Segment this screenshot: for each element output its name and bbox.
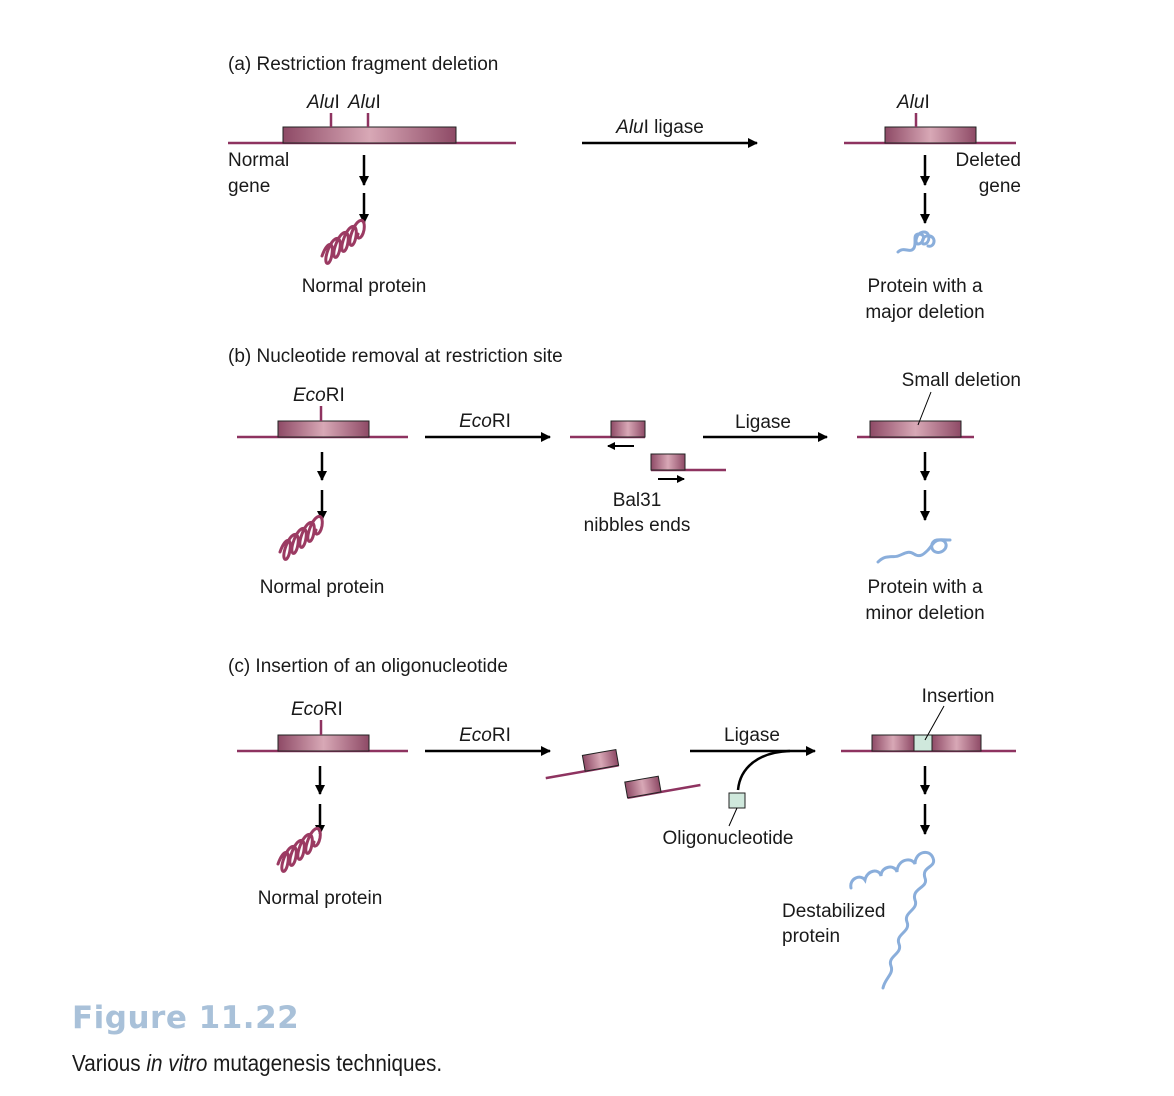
ecori-label-b: EcoRI [293, 385, 345, 406]
oligonucleotide-block [728, 792, 746, 809]
caption-text-post: mutagenesis techniques. [207, 1050, 443, 1076]
normal-protein-label-a: Normal protein [302, 276, 427, 297]
normal-protein-label-b: Normal protein [260, 577, 385, 598]
mutagenesis-diagram: (a) Restriction fragment deletion AluI A… [228, 54, 1021, 990]
cut-fragment-c-left [545, 748, 620, 780]
oligo-join-curve [736, 749, 791, 791]
normal-protein-coil-a [320, 218, 366, 265]
ligase-label-b: Ligase [735, 412, 791, 433]
normal-protein-coil-b [278, 514, 324, 561]
bal31-label-2: nibbles ends [584, 515, 691, 536]
ligase-label-c: Ligase [724, 725, 780, 746]
figure-caption: Various in vitro mutagenesis techniques. [72, 1050, 442, 1077]
caption-text-pre: Various [72, 1050, 147, 1076]
insertion-label: Insertion [922, 686, 995, 707]
minor-deletion-label-1: Protein with a [867, 577, 983, 598]
minor-deletion-label-2: minor deletion [865, 603, 984, 624]
insertion-gene [841, 705, 1016, 753]
normal-gene-b [237, 406, 408, 439]
panel-a: (a) Restriction fragment deletion AluI A… [228, 54, 1021, 323]
cut-fragment-c-right [624, 775, 701, 800]
ecori-step-label-c: EcoRI [459, 725, 511, 746]
destabilized-label-1: Destabilized [782, 901, 886, 922]
caption-text-italic: in vitro [146, 1050, 208, 1076]
normal-gene-label-2: gene [228, 176, 270, 197]
small-deletion-gene [857, 391, 974, 439]
deleted-gene [844, 113, 1016, 145]
deleted-gene-label-2: gene [979, 176, 1021, 197]
panel-b: (b) Nucleotide removal at restriction si… [228, 346, 1021, 624]
bal31-label-1: Bal31 [613, 490, 662, 511]
panel-b-title: (b) Nucleotide removal at restriction si… [228, 346, 563, 367]
oligonucleotide-label: Oligonucleotide [663, 828, 794, 849]
alui-label-right: AluI [896, 92, 930, 113]
ecori-step-label-b: EcoRI [459, 411, 511, 432]
figure-title: Figure 11.22 [72, 1000, 300, 1036]
normal-gene-c [237, 720, 408, 753]
cut-fragment-left [570, 420, 646, 450]
normal-gene-a [228, 113, 516, 145]
inserted-oligo [913, 734, 933, 752]
minor-deletion-protein [876, 538, 952, 564]
ecori-label-c: EcoRI [291, 699, 343, 720]
normal-protein-coil-c [276, 826, 322, 873]
alui-label-2: AluI [347, 92, 381, 113]
deleted-gene-label-1: Deleted [956, 150, 1022, 171]
cut-fragment-right [650, 453, 726, 483]
major-deletion-label-1: Protein with a [867, 276, 983, 297]
major-deletion-label-2: major deletion [865, 302, 984, 323]
panel-a-title: (a) Restriction fragment deletion [228, 54, 498, 75]
panel-c: (c) Insertion of an oligonucleotide EcoR… [228, 656, 1016, 990]
small-deletion-label: Small deletion [902, 370, 1021, 391]
normal-gene-label-1: Normal [228, 150, 289, 171]
alui-label-1: AluI [306, 92, 340, 113]
alui-ligase-label: AluI ligase [615, 117, 704, 138]
panel-c-title: (c) Insertion of an oligonucleotide [228, 656, 508, 677]
major-deletion-protein [896, 230, 936, 254]
destabilized-protein [849, 850, 936, 990]
destabilized-label-2: protein [782, 926, 840, 947]
normal-protein-label-c: Normal protein [258, 888, 383, 909]
